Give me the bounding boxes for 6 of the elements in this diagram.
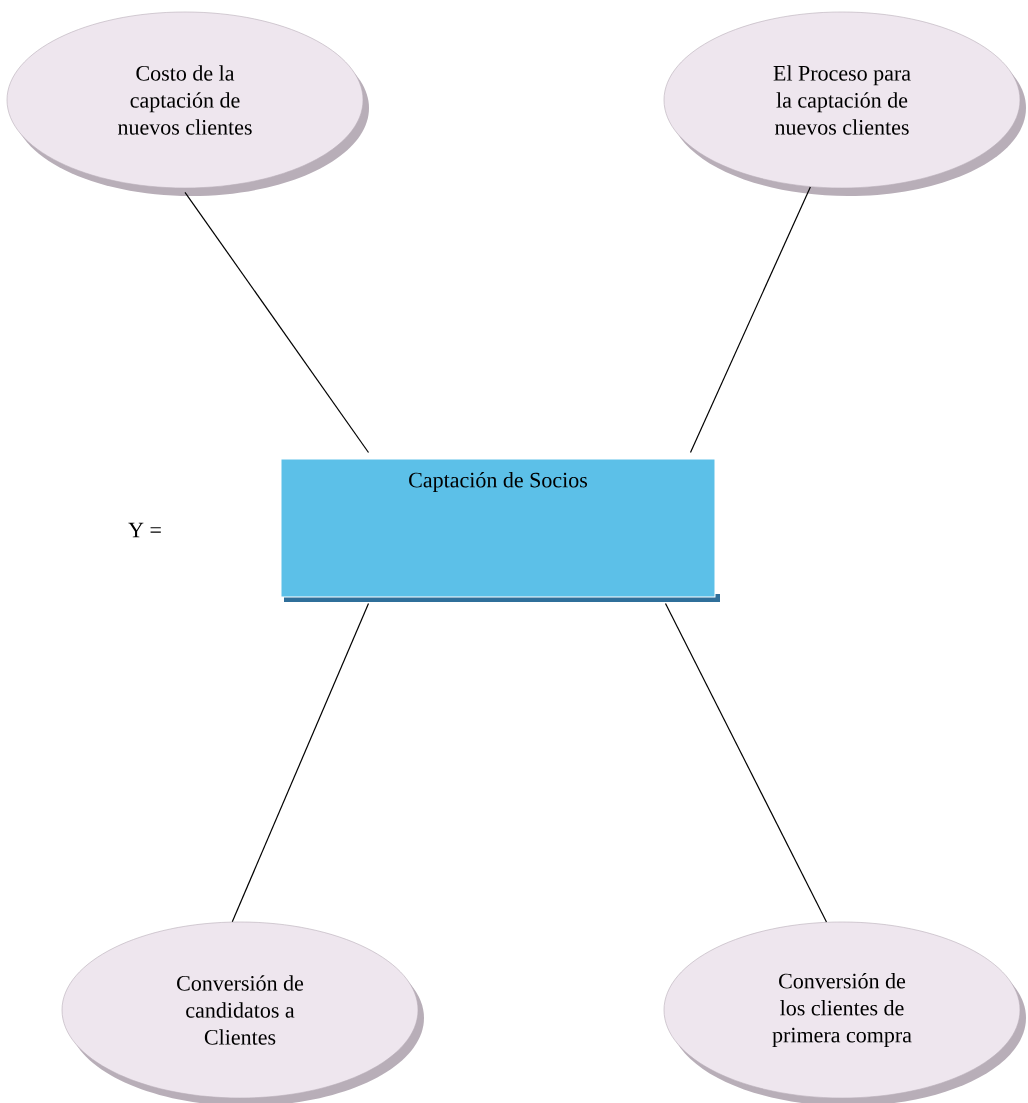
connector-line [689,186,811,454]
connector-line [184,191,370,454]
connector-line [231,602,370,923]
connector-line [664,602,828,923]
central-box: Captación de Socios [280,458,720,602]
equation-label: Y = [128,522,161,538]
